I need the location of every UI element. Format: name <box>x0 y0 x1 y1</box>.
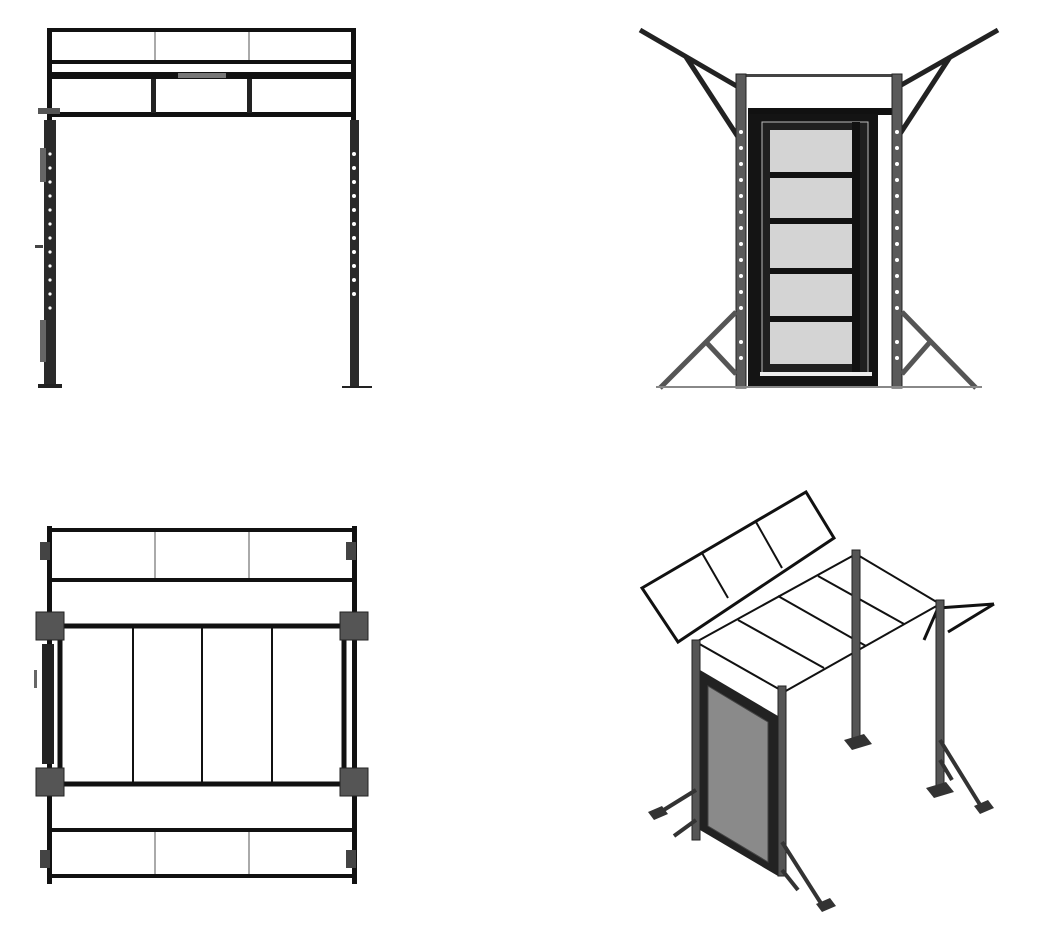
roof-grid <box>695 553 941 693</box>
base-plates <box>648 734 994 912</box>
holes-left <box>48 152 52 310</box>
door-strip <box>42 644 54 764</box>
holes <box>739 130 899 360</box>
top-plan-view <box>30 520 380 890</box>
right-foot <box>342 386 372 388</box>
door-jamb <box>852 122 860 374</box>
lower-braces <box>658 310 978 390</box>
wing-rail <box>48 874 354 878</box>
isometric-view <box>638 490 1002 920</box>
core-frame <box>57 623 347 787</box>
door-mesh-panel <box>707 685 769 863</box>
wing-rail <box>48 828 354 832</box>
hinge <box>35 245 43 248</box>
ground-line <box>656 386 982 388</box>
core-dividers <box>132 628 273 782</box>
left-wing <box>638 27 743 142</box>
left-roof-dividers <box>701 521 783 599</box>
top-plan-drawing <box>34 526 369 884</box>
top-rail-lower <box>48 60 354 64</box>
front-elevation-drawing <box>35 28 372 388</box>
top-crossbar <box>740 74 896 77</box>
side-plate <box>40 320 46 362</box>
left-foot <box>38 384 62 388</box>
side-elevation-drawing <box>638 27 1000 390</box>
side-elevation-view <box>638 22 1002 392</box>
front-elevation-view <box>30 20 380 400</box>
door-sill <box>760 372 872 376</box>
side-bracket <box>38 108 60 114</box>
side-plate <box>40 148 46 182</box>
bracket-vertical <box>247 79 252 113</box>
logo-plate <box>178 73 226 78</box>
door-slats <box>770 172 852 322</box>
door-panel <box>770 130 852 364</box>
left-roof-wing <box>639 490 837 645</box>
wing-rail <box>48 528 354 532</box>
wing-rail <box>48 578 354 582</box>
corner-pads <box>35 611 369 797</box>
isometric-drawing <box>639 490 995 912</box>
right-upright-lower <box>350 120 359 388</box>
right-wing <box>893 27 1000 142</box>
side-rail <box>352 526 357 884</box>
bracket-vertical <box>151 79 156 113</box>
door-handle <box>34 670 37 688</box>
left-upright-lower <box>44 120 56 388</box>
crossbeam-bottom <box>48 112 354 117</box>
right-roof-wing <box>922 602 995 641</box>
holes-right <box>352 152 356 296</box>
end-pads <box>40 542 356 868</box>
top-rail <box>48 28 354 32</box>
header-bar <box>748 108 892 115</box>
